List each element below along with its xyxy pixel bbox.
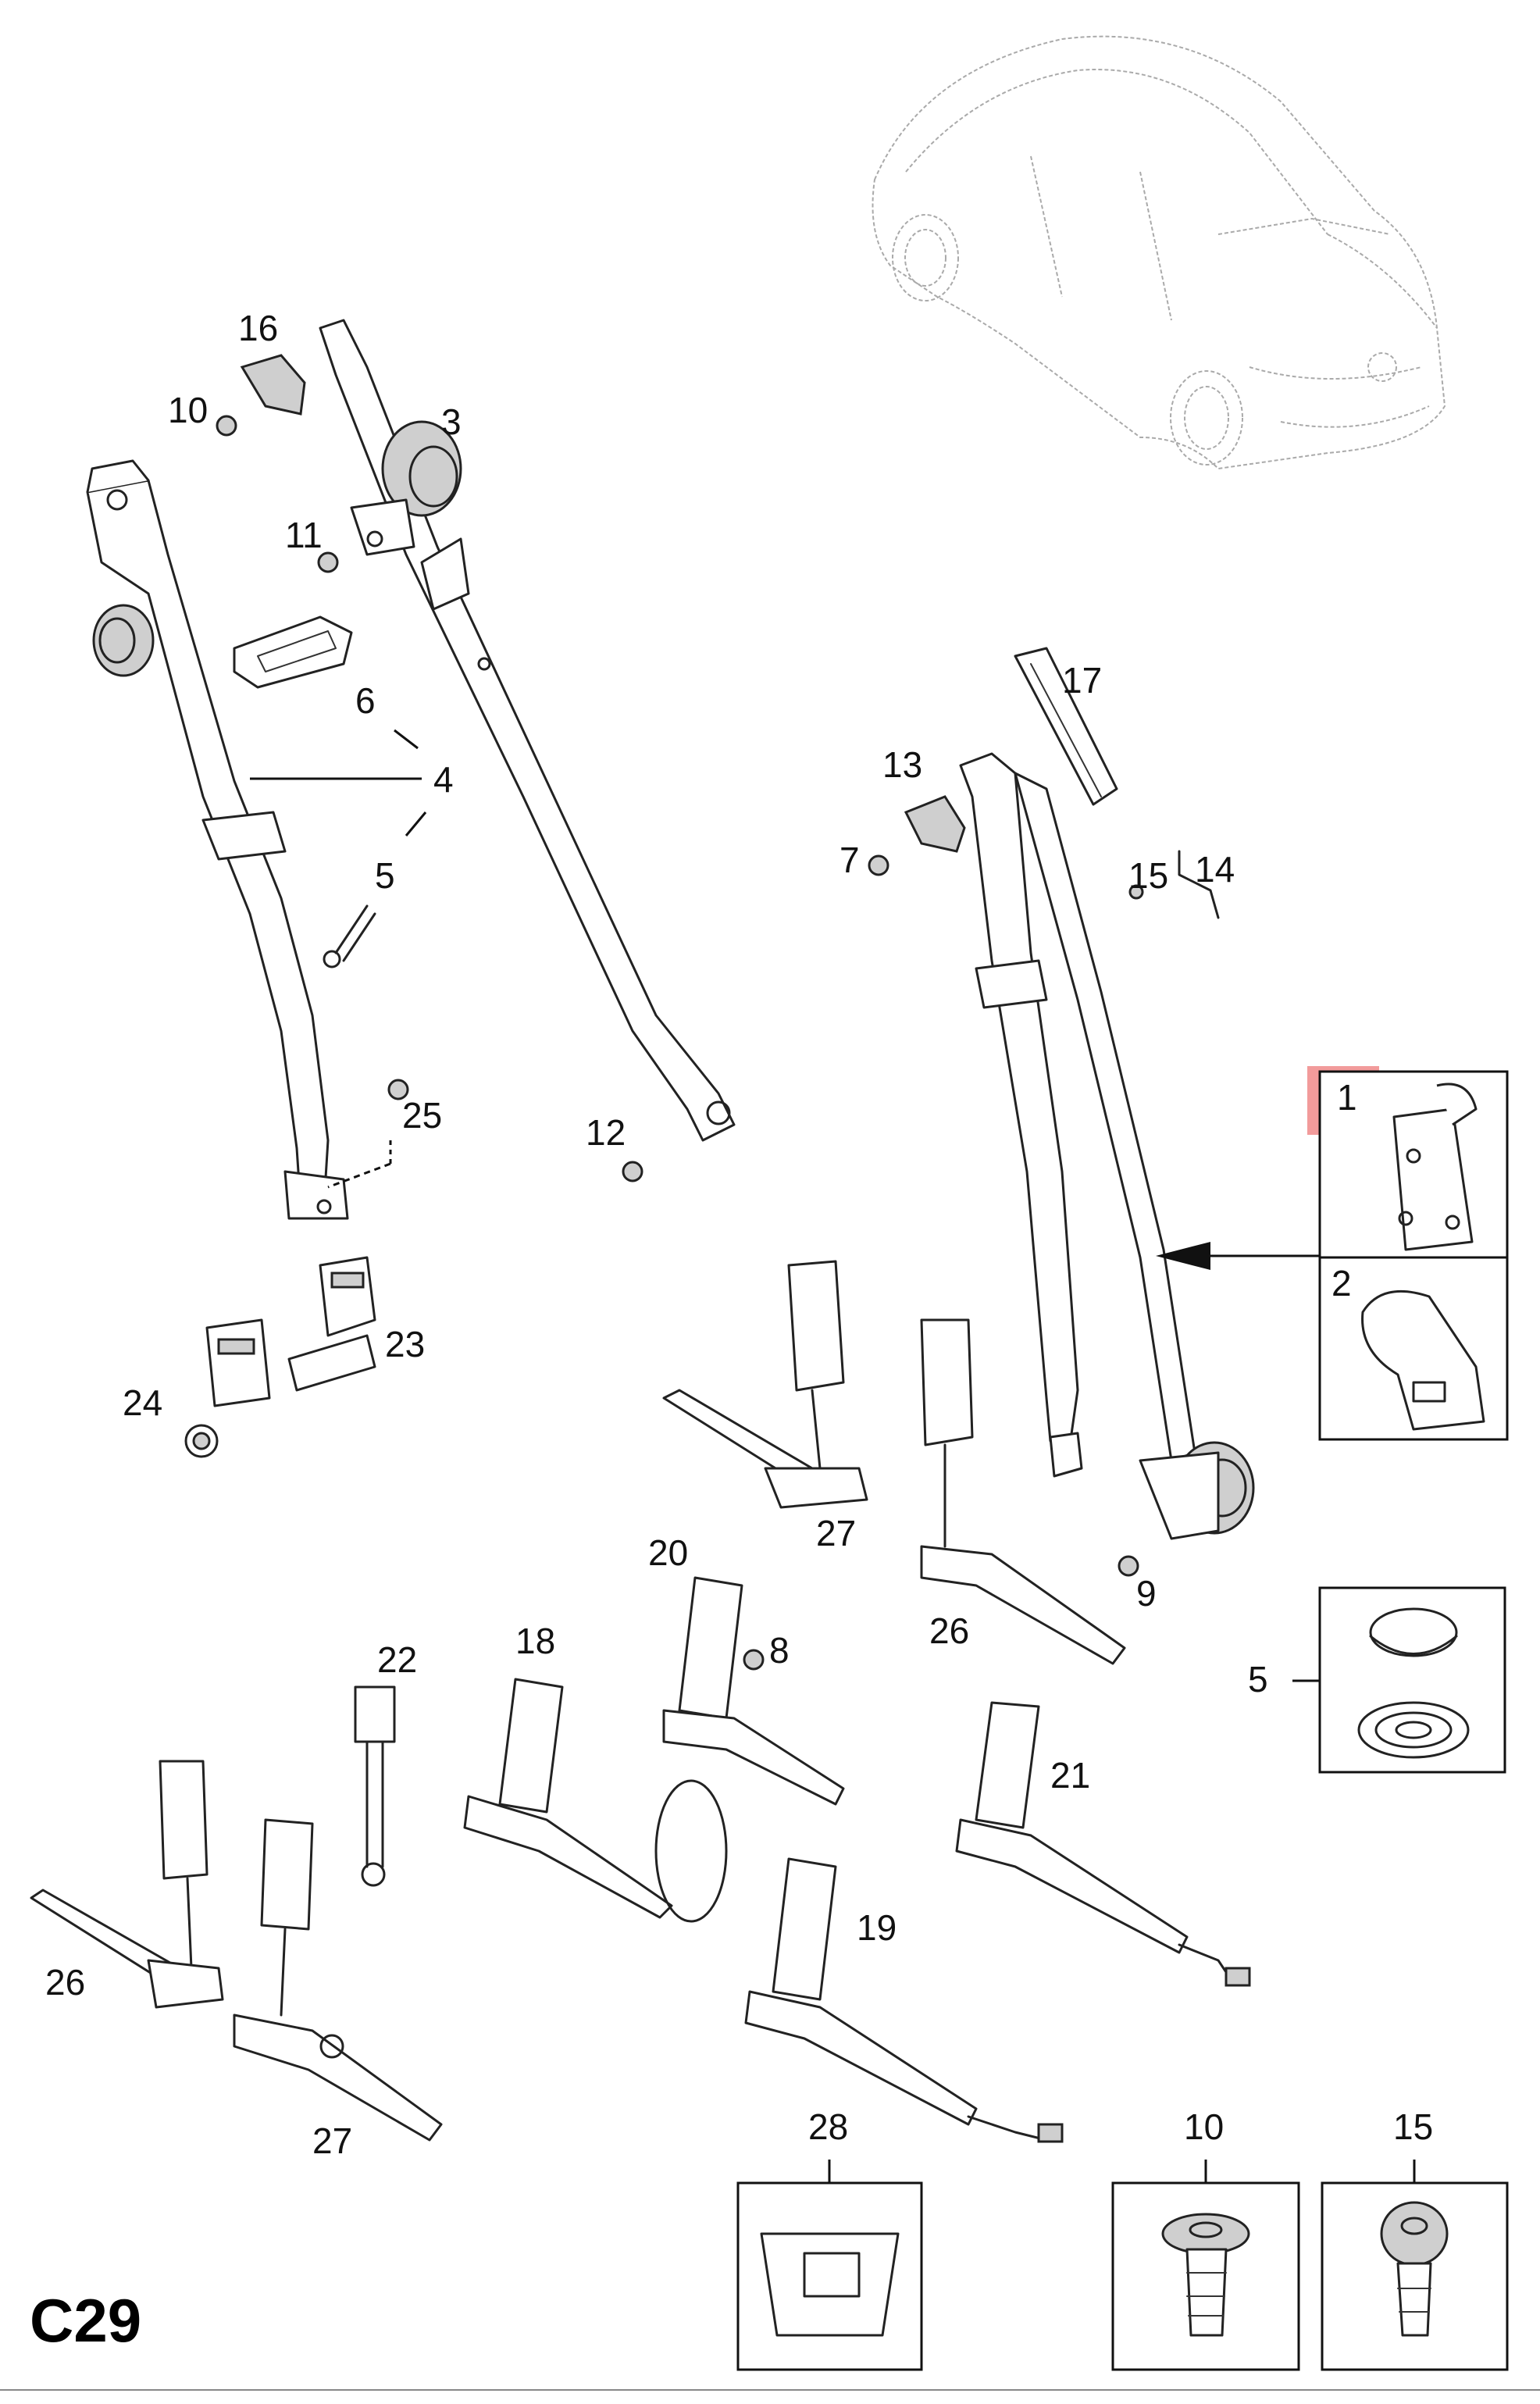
part-14-pin: [1178, 850, 1220, 919]
car-illustration: [872, 35, 1446, 470]
callout-5: 5: [375, 855, 395, 896]
callout-23: 23: [385, 1324, 426, 1364]
callout-19: 19: [857, 1907, 897, 1948]
callout-11: 11: [285, 515, 323, 555]
part-17-height-adjuster: [1014, 647, 1118, 806]
callout-4: 4: [433, 759, 454, 800]
callout-1: 1: [1337, 1077, 1357, 1118]
inset-box-5: [1318, 1586, 1506, 1774]
buckles-26-27-center: [662, 1260, 1126, 1665]
callout-17: 17: [1062, 660, 1103, 701]
screws: [216, 415, 1144, 1671]
callout-7: 7: [840, 840, 860, 880]
buckles-18-20-22: [354, 1576, 845, 1923]
callout-15: 15: [1128, 855, 1169, 896]
buckles-23-24: [184, 1256, 376, 1458]
callout-27: 27: [816, 1513, 857, 1553]
diagram-code: C29: [30, 2286, 142, 2355]
callout-12: 12: [586, 1112, 626, 1153]
callout-6: 6: [355, 680, 376, 721]
callout-3: 3: [441, 401, 462, 442]
callout-18: 18: [515, 1621, 556, 1661]
callout-22: 22: [377, 1639, 418, 1680]
right-belt-assembly: [959, 752, 1255, 1540]
callout-20: 20: [648, 1532, 689, 1573]
left-front-belt-assembly: [319, 319, 736, 1142]
callout-27-lower: 27: [312, 2120, 353, 2161]
callout-15-box: 15: [1393, 2106, 1434, 2147]
callout-25: 25: [402, 1095, 443, 1136]
part-6-cover: [233, 615, 353, 689]
callout-13: 13: [882, 744, 923, 785]
callout-10: 10: [168, 390, 209, 430]
callout-16: 16: [238, 308, 279, 348]
part-13-guide: [904, 795, 966, 853]
callout-2: 2: [1331, 1263, 1352, 1304]
part-5-clip: [334, 904, 376, 962]
left-belt-assembly: [86, 459, 349, 1220]
callout-8: 8: [769, 1630, 790, 1671]
buckles-26-27-lower: [30, 1760, 443, 2142]
callout-9: 9: [1136, 1573, 1157, 1614]
callout-24: 24: [123, 1382, 163, 1423]
callout-10-box: 10: [1184, 2106, 1225, 2147]
callout-28: 28: [808, 2106, 849, 2147]
callout-26-lower: 26: [45, 1962, 86, 2003]
part-16-guide: [240, 354, 306, 416]
buckles-19-21: [744, 1701, 1251, 2143]
callout-14: 14: [1195, 849, 1235, 890]
callout-21: 21: [1050, 1755, 1091, 1796]
callout-5-inset: 5: [1248, 1659, 1268, 1700]
callout-26: 26: [929, 1610, 970, 1651]
